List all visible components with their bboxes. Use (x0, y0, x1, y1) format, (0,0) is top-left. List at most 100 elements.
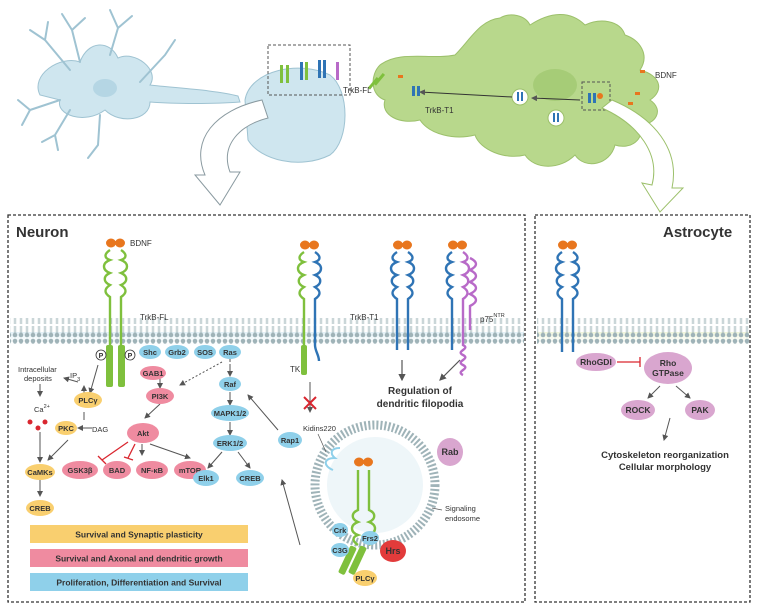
node-shc-label: Shc (143, 348, 157, 357)
node-elk1-label: Elk1 (198, 474, 213, 483)
astro-outcome-line1: Cytoskeleton reorganization (601, 450, 729, 461)
node-plcg2-label: PLCγ (355, 574, 375, 583)
top-bdnf-label: BDNF (655, 71, 677, 80)
filopodia-line1: Regulation of (388, 386, 453, 397)
node-sos: SOS (194, 345, 216, 359)
astrocyte-zoom-arrow (601, 99, 685, 213)
node-plcg2: PLCγ (353, 570, 377, 586)
node-plcg-label: PLCγ (78, 396, 98, 405)
node-nfkb-label: NF-κB (141, 466, 164, 475)
astro-node-rock-label: ROCK (625, 405, 651, 415)
node-plcg: PLCγ (74, 392, 102, 408)
neuron-membrane (10, 318, 524, 344)
astro-node-rock: ROCK (621, 400, 655, 420)
node-mapk-label: MAPK1/2 (214, 409, 247, 418)
node-akt: Akt (127, 423, 159, 443)
astrocyte-trkb-t1-receptor (554, 240, 581, 352)
calcium-dots (27, 419, 48, 431)
node-pkc-label: PKC (58, 424, 74, 433)
astrocyte-panel (534, 214, 751, 603)
neuron-cell-illustration (17, 9, 346, 163)
p75-label: p75NTR (480, 313, 505, 324)
kidins-leader (317, 433, 327, 453)
intracellular-line2: deposits (24, 374, 52, 383)
endosome-leader (431, 507, 443, 511)
node-camks-label: CaMKs (27, 468, 52, 477)
legend: Survival and Synaptic plasticitySurvival… (30, 525, 248, 591)
astrocyte-panel-title: Astrocyte (663, 224, 732, 241)
node-crk: Crk (332, 523, 348, 537)
pathway-arrows (37, 359, 301, 546)
phospho-left: P (95, 349, 107, 361)
legend-label: Proliferation, Differentiation and Survi… (56, 578, 221, 588)
neuron-trkb-fl-label: TrkB-FL (140, 313, 169, 322)
node-rap1: Rap1 (278, 432, 302, 448)
node-ras-label: Ras (223, 348, 237, 357)
node-sos-label: SOS (197, 348, 213, 357)
node-elk1: Elk1 (193, 470, 219, 486)
p75-receptor (444, 240, 478, 377)
signaling-endosome (310, 420, 440, 575)
node-frs2-label: Frs2 (362, 534, 378, 543)
node-camks: CaMKs (25, 464, 55, 480)
top-trkb-t1-label: TrkB-T1 (425, 106, 454, 115)
intracellular-line1: Intracellular (18, 365, 57, 374)
astro-node-pak-label: PAK (691, 405, 709, 415)
node-ras: Ras (219, 345, 241, 359)
legend-label: Survival and Synaptic plasticity (75, 530, 203, 540)
node-pi3k-label: PI3K (152, 392, 169, 401)
legend-label: Survival and Axonal and dendritic growth (55, 554, 222, 564)
node-raf-label: Raf (224, 380, 237, 389)
legend-item: Proliferation, Differentiation and Survi… (30, 573, 248, 591)
astro-node-rho-label: Rho (660, 358, 677, 368)
node-hrs: Hrs (380, 540, 406, 562)
node-grb2: Grb2 (165, 345, 189, 359)
filopodia-line2: dendritic filopodia (377, 399, 464, 410)
endosome-line2: endosome (445, 514, 480, 523)
node-pkc: PKC (55, 421, 77, 435)
astro-node-pak: PAK (685, 400, 715, 420)
svg-text:P: P (99, 353, 104, 360)
astro-arrows (647, 385, 691, 441)
node-nfkb: NF-κB (136, 461, 168, 479)
phospho-right: P (124, 349, 136, 361)
neuron-panel (7, 214, 526, 603)
node-pi3k: PI3K (146, 388, 174, 404)
astrocyte-membrane (537, 318, 749, 344)
node-rap1-label: Rap1 (281, 436, 299, 445)
node-mtor-label: mTOR (179, 466, 202, 475)
astro-node-rhogdi: RhoGDI (576, 353, 616, 371)
p75-arrow (439, 359, 461, 381)
neuron-zoom-arrow (193, 99, 269, 206)
astro-node-rhogdi-label: RhoGDI (580, 357, 612, 367)
inhibition-lines (97, 441, 136, 465)
neuron-trkb-t1-label: TrkB-T1 (350, 313, 379, 322)
endosome-line1: Signaling (445, 504, 476, 513)
ip3-label: IP3 (70, 371, 80, 383)
synapse-zoom-box (267, 44, 351, 96)
dag-label: DAG (92, 425, 108, 434)
node-erk: ERK1/2 (213, 435, 247, 451)
node-rab-label: Rab (441, 447, 459, 457)
node-mapk: MAPK1/2 (211, 405, 249, 421)
legend-swatch (30, 549, 248, 567)
synapse-receptors (280, 60, 339, 83)
node-gsk3b: GSK3β (62, 461, 98, 479)
node-raf: Raf (219, 377, 241, 391)
astrocyte-cell-illustration (367, 14, 660, 167)
node-c3g: C3G (331, 543, 349, 557)
node-frs2: Frs2 (361, 531, 379, 545)
legend-item: Survival and Axonal and dendritic growth (30, 549, 248, 567)
trkb-tk-receptor (296, 240, 323, 413)
node-rab: Rab (437, 438, 463, 466)
legend-swatch (30, 525, 248, 543)
top-trkb-fl-label: TrkB-FL (343, 86, 372, 95)
node-bad-label: BAD (109, 466, 126, 475)
svg-text:P: P (128, 353, 133, 360)
node-gab1: GAB1 (140, 366, 166, 380)
ca-label: Ca2+ (34, 404, 50, 414)
